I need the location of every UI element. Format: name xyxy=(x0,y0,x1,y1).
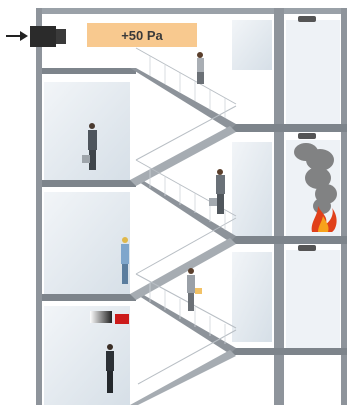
glass-panel-floor-3 xyxy=(44,82,130,180)
pressure-label: +50 Pa xyxy=(87,23,197,47)
alarm-icon xyxy=(115,314,129,324)
glass-panel-top-right xyxy=(232,20,272,70)
smoke-detector-icon xyxy=(298,16,316,22)
landing-slab-top xyxy=(42,68,136,74)
glass-panel-mid-right xyxy=(232,142,272,237)
floor-slab-3 xyxy=(42,180,136,187)
right-wall xyxy=(341,8,347,405)
arrow-right-icon xyxy=(6,31,28,41)
smoke-detector-icon xyxy=(298,245,316,251)
glass-panel-low-right xyxy=(232,252,272,342)
glass-panel-floor-2 xyxy=(44,192,130,296)
floor-slab-2 xyxy=(42,294,136,301)
smoke-detector-icon xyxy=(298,133,316,139)
roof-slab xyxy=(36,8,347,14)
room-top xyxy=(286,20,340,125)
fan-icon xyxy=(30,26,66,47)
person-icon xyxy=(106,344,114,393)
left-wall xyxy=(36,8,42,405)
person-icon xyxy=(121,237,129,284)
floor-slab-right-mid xyxy=(230,236,347,244)
sign-panel-icon xyxy=(90,311,112,323)
floor-slab-right-upper xyxy=(230,124,347,132)
room-lower xyxy=(286,250,340,350)
floor-slab-right-low xyxy=(230,348,347,355)
shaft-wall xyxy=(274,8,284,405)
